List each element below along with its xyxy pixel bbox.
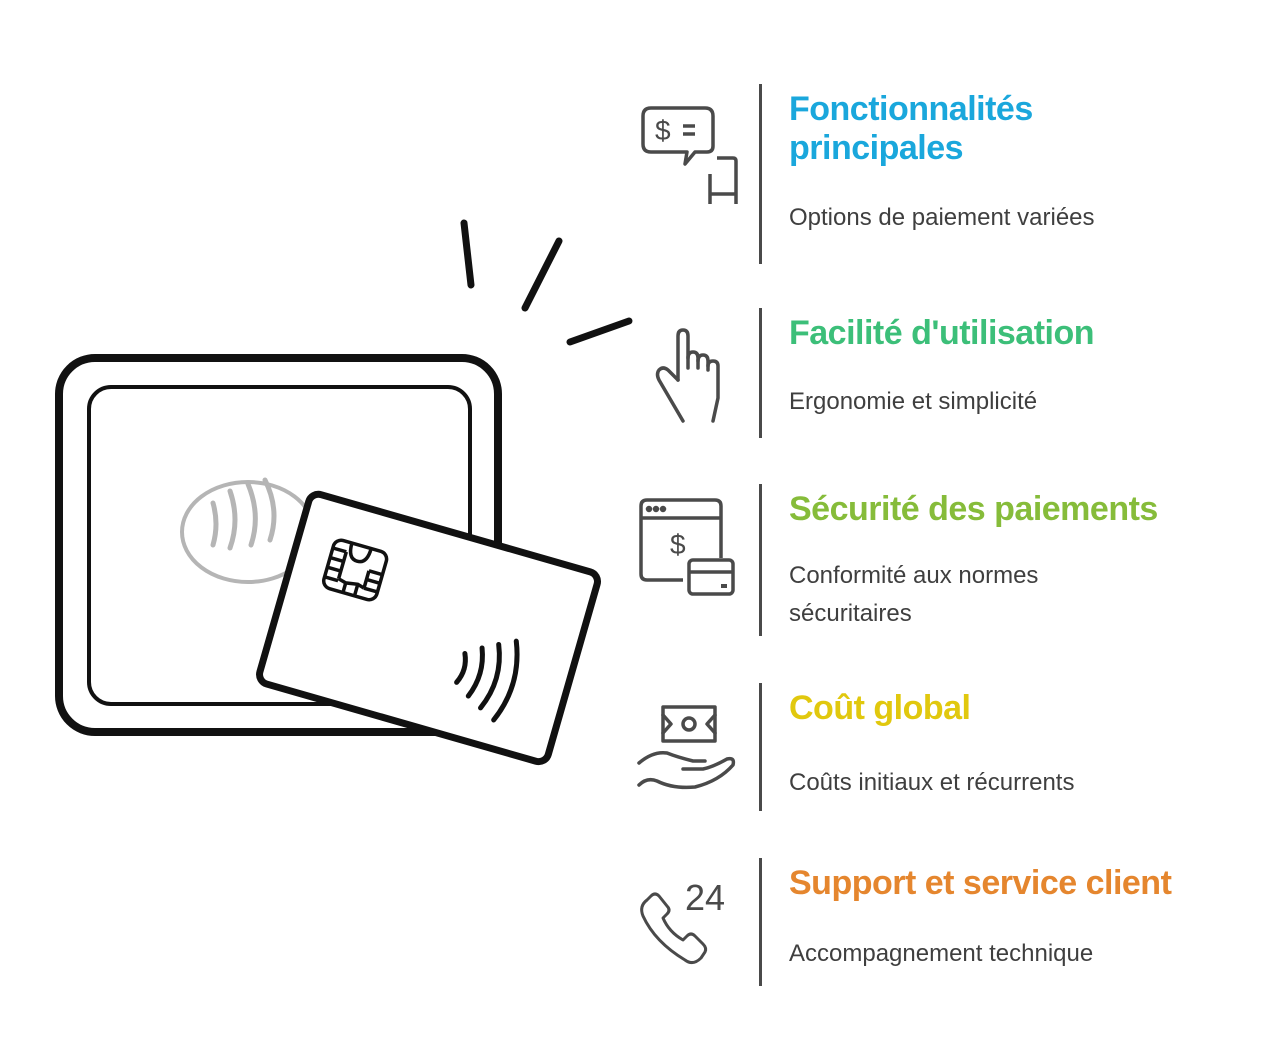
- feature-description: Options de paiement variées: [789, 204, 1095, 231]
- feature-description: Coûts initiaux et récurrents: [789, 769, 1075, 796]
- divider: [759, 858, 762, 986]
- contactless-card-icon: [256, 490, 601, 766]
- feature-description: Ergonomie et simplicité: [789, 388, 1038, 415]
- feature-support: 24 Support et service client Accompagnem…: [628, 858, 1268, 986]
- contactless-payment-illustration: [55, 219, 633, 766]
- icon-24-label: 24: [685, 877, 725, 918]
- feature-title: Facilité d'utilisation: [789, 314, 1095, 352]
- title-line: Fonctionnalités: [789, 90, 1033, 128]
- feature-title: Fonctionnalités principales: [789, 90, 1095, 168]
- feature-fonctionnalites: $ Fonctionnalités principales Options de…: [628, 84, 1268, 264]
- chip-icon: [321, 538, 389, 602]
- feature-cout: Coût global Coûts initiaux et récurrents: [628, 683, 1268, 811]
- description-line: sécuritaires: [789, 600, 912, 627]
- feature-title: Coût global: [789, 689, 971, 727]
- money-hand-icon: [628, 701, 748, 791]
- divider: [759, 683, 762, 811]
- svg-text:$: $: [655, 115, 671, 146]
- hand-pointer-icon: [628, 328, 748, 428]
- description-line: Conformité aux normes: [789, 562, 1039, 589]
- contactless-waves-icon: [454, 638, 520, 723]
- svg-text:$: $: [670, 529, 686, 560]
- divider: [759, 84, 762, 264]
- chat-payment-mobile-icon: $: [628, 94, 748, 204]
- browser-dollar-card-icon: $: [628, 496, 748, 606]
- divider: [759, 308, 762, 438]
- title-line: principales: [789, 129, 964, 167]
- feature-title: Sécurité des paiements: [789, 490, 1158, 528]
- feature-title: Support et service client: [789, 864, 1172, 902]
- signal-burst-icon: [460, 219, 633, 346]
- feature-description: Conformité aux normes sécuritaires: [789, 557, 1158, 633]
- phone-24-icon: 24: [628, 870, 748, 970]
- nfc-terminal-icon: [55, 219, 633, 766]
- feature-securite: $ Sécurité des paiements Conformité aux …: [628, 484, 1268, 636]
- feature-facilite: Facilité d'utilisation Ergonomie et simp…: [628, 308, 1268, 438]
- divider: [759, 484, 762, 636]
- feature-description: Accompagnement technique: [789, 940, 1094, 967]
